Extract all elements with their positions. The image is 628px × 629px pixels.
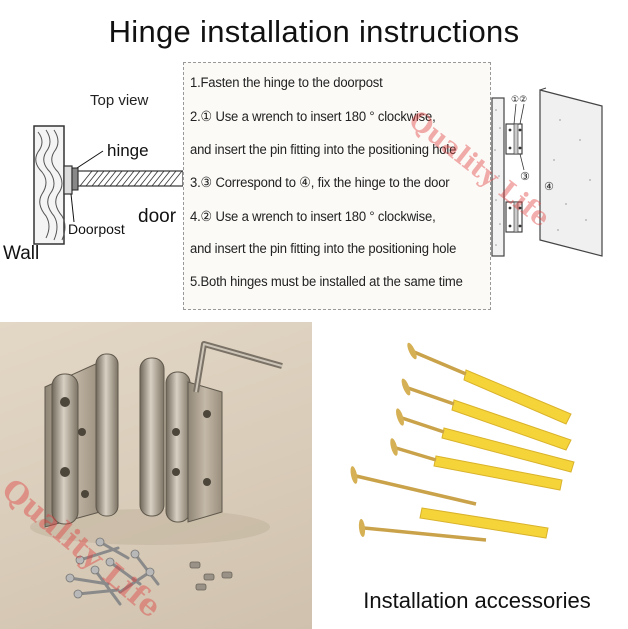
hinge-label: hinge — [107, 141, 149, 160]
hinge-right — [139, 357, 223, 523]
accessories-caption: Installation accessories — [363, 588, 591, 613]
hinge-leader — [76, 150, 104, 169]
wall-hatch — [35, 129, 66, 241]
step-4b: and insert the pin fitting into the posi… — [190, 241, 457, 257]
anchor-set — [350, 342, 575, 542]
doorpost-leader — [70, 193, 75, 223]
side-door — [539, 89, 603, 257]
side-diagram: ①② ③ ④ — [491, 87, 603, 257]
allen-wrench — [193, 341, 283, 393]
instructions-box: 1.Fasten the hinge to the doorpost 2.① U… — [183, 62, 491, 310]
marker-4: ④ — [544, 180, 554, 193]
small-pins — [189, 561, 233, 591]
marker-3: ③ — [520, 170, 530, 183]
page-title: Hinge installation instructions — [108, 14, 520, 49]
step-2a: 2.① Use a wrench to insert 180 ° clockwi… — [190, 109, 436, 125]
marker-1-2: ①② — [511, 95, 527, 105]
top-view-diagram — [33, 125, 184, 245]
hinge-photo-illustration — [30, 341, 283, 606]
hinge-photo — [0, 322, 312, 629]
screw-pile — [68, 540, 160, 606]
step-1: 1.Fasten the hinge to the doorpost — [190, 75, 383, 91]
doorpost-label: Doorpost — [68, 221, 125, 237]
accessories-illustration — [350, 342, 575, 542]
step-4a: 4.② Use a wrench to insert 180 ° clockwi… — [190, 209, 436, 225]
top-view-caption: Top view — [90, 92, 149, 109]
doorpost-speckle — [494, 109, 501, 246]
door-label: door — [138, 206, 177, 227]
step-5: 5.Both hinges must be installed at the s… — [190, 274, 463, 290]
step-3: 3.③ Correspond to ④, fix the hinge to th… — [190, 175, 450, 191]
doorpost-block — [63, 165, 73, 195]
side-doorpost — [491, 97, 505, 257]
step-2b: and insert the pin fitting into the posi… — [190, 142, 457, 158]
hinge-block — [71, 167, 79, 191]
accessories-photo: Installation accessories — [326, 322, 628, 629]
hinge-left — [44, 353, 119, 528]
door-hatch — [79, 170, 183, 187]
door-speckle — [553, 119, 591, 231]
wall-label: Wall — [3, 243, 40, 264]
